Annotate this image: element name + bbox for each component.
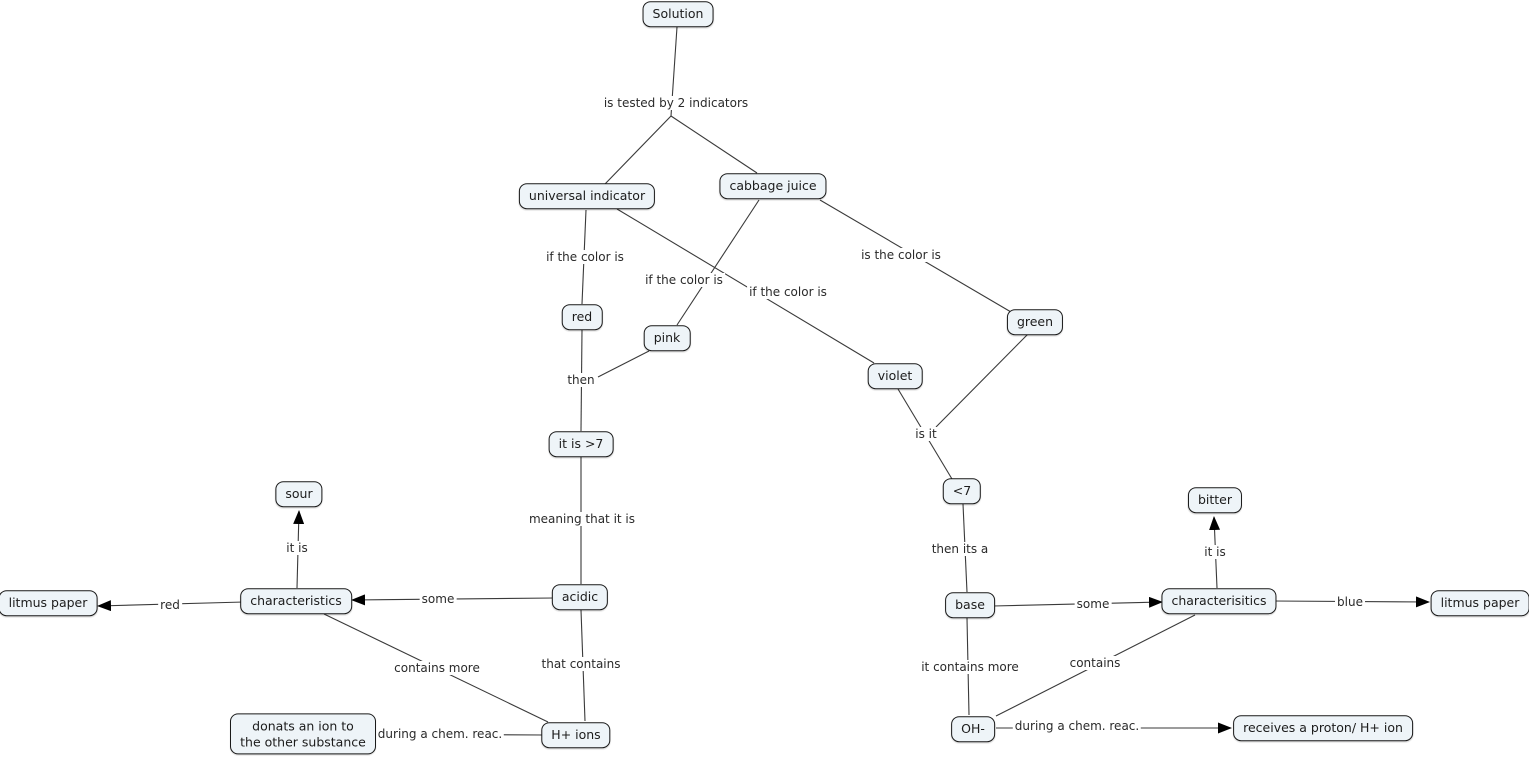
node-violet[interactable]: violet [867, 363, 923, 389]
node-characteristics-right[interactable]: characterisitics [1161, 588, 1277, 614]
edge-junction-cabbage-juice [670, 115, 758, 174]
node-litmus-paper-left[interactable]: litmus paper [0, 590, 98, 616]
edge-label-meaning-that-it-is[interactable]: meaning that it is [526, 512, 638, 526]
edge-label-some-right[interactable]: some [1074, 597, 1112, 611]
edge-label-it-contains-more[interactable]: it contains more [919, 660, 1021, 674]
edge-label-during-reac-right[interactable]: during a chem. reac. [1012, 719, 1142, 733]
node-oh-ions[interactable]: OH- [951, 716, 995, 742]
edge-label-contains-more[interactable]: contains more [392, 661, 482, 675]
node-universal-indicator[interactable]: universal indicator [518, 183, 656, 209]
edge-label-contains[interactable]: contains [1067, 656, 1123, 670]
edge-label-is-the-color[interactable]: is the color is [859, 248, 943, 262]
edge-universal-violet [616, 208, 875, 364]
edge-label-some-left[interactable]: some [419, 592, 457, 606]
edge-label-it-is-sour[interactable]: it is [284, 541, 310, 555]
node-red[interactable]: red [561, 304, 603, 330]
edge-label-if-color-violet[interactable]: if the color is [747, 285, 829, 299]
edge-cabbage-pink [676, 199, 760, 326]
edge-junction-universal-indicator [604, 115, 672, 185]
edge-label-blue[interactable]: blue [1335, 595, 1365, 609]
node-lt7[interactable]: <7 [942, 478, 982, 504]
edge-label-then-its-a[interactable]: then its a [929, 542, 991, 556]
edge-pink-then [597, 350, 650, 378]
edge-label-is-tested-by[interactable]: is tested by 2 indicators [601, 96, 751, 110]
edge-green-isit [935, 332, 1030, 428]
node-donates-ion[interactable]: donats an ion to the other substance [230, 713, 376, 755]
node-receives-proton[interactable]: receives a proton/ H+ ion [1233, 715, 1413, 741]
node-acidic[interactable]: acidic [551, 584, 609, 610]
node-green[interactable]: green [1006, 309, 1064, 335]
edge-label-if-color-pink[interactable]: if the color is [643, 273, 725, 287]
node-it-is-gt7[interactable]: it is >7 [548, 431, 614, 457]
edge-label-it-is-bitter[interactable]: it is [1202, 545, 1228, 559]
node-h-ions[interactable]: H+ ions [541, 722, 611, 748]
node-litmus-paper-right[interactable]: litmus paper [1430, 590, 1529, 616]
node-pink[interactable]: pink [643, 325, 691, 351]
edge-label-if-color-red[interactable]: if the color is [544, 250, 626, 264]
node-solution[interactable]: Solution [642, 1, 714, 27]
node-cabbage-juice[interactable]: cabbage juice [719, 173, 827, 199]
node-sour[interactable]: sour [275, 481, 323, 507]
node-characteristics-left[interactable]: characteristics [240, 588, 352, 614]
edge-label-is-it[interactable]: is it [913, 427, 939, 441]
edge-label-that-contains[interactable]: that contains [539, 657, 623, 671]
edge-label-then[interactable]: then [565, 373, 597, 387]
edge-label-red[interactable]: red [158, 598, 182, 612]
edge-label-during-reac-left[interactable]: during a chem. reac. [375, 727, 505, 741]
node-base[interactable]: base [945, 592, 995, 618]
node-bitter[interactable]: bitter [1187, 487, 1243, 513]
